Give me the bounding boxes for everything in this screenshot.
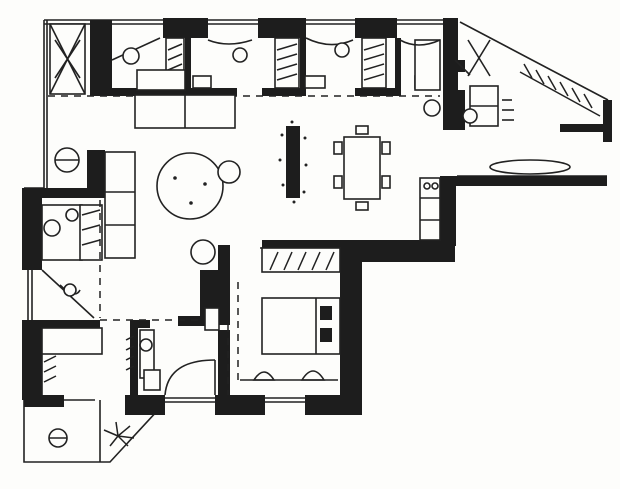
living-area (54, 94, 571, 265)
left-rooms (41, 200, 135, 448)
top-bedrooms (48, 23, 441, 97)
walls-heavy (22, 18, 612, 415)
main-bedroom (237, 247, 341, 381)
bathroom-top-right (423, 39, 601, 127)
plant-icon (103, 421, 135, 447)
hall-and-wc (100, 307, 229, 396)
